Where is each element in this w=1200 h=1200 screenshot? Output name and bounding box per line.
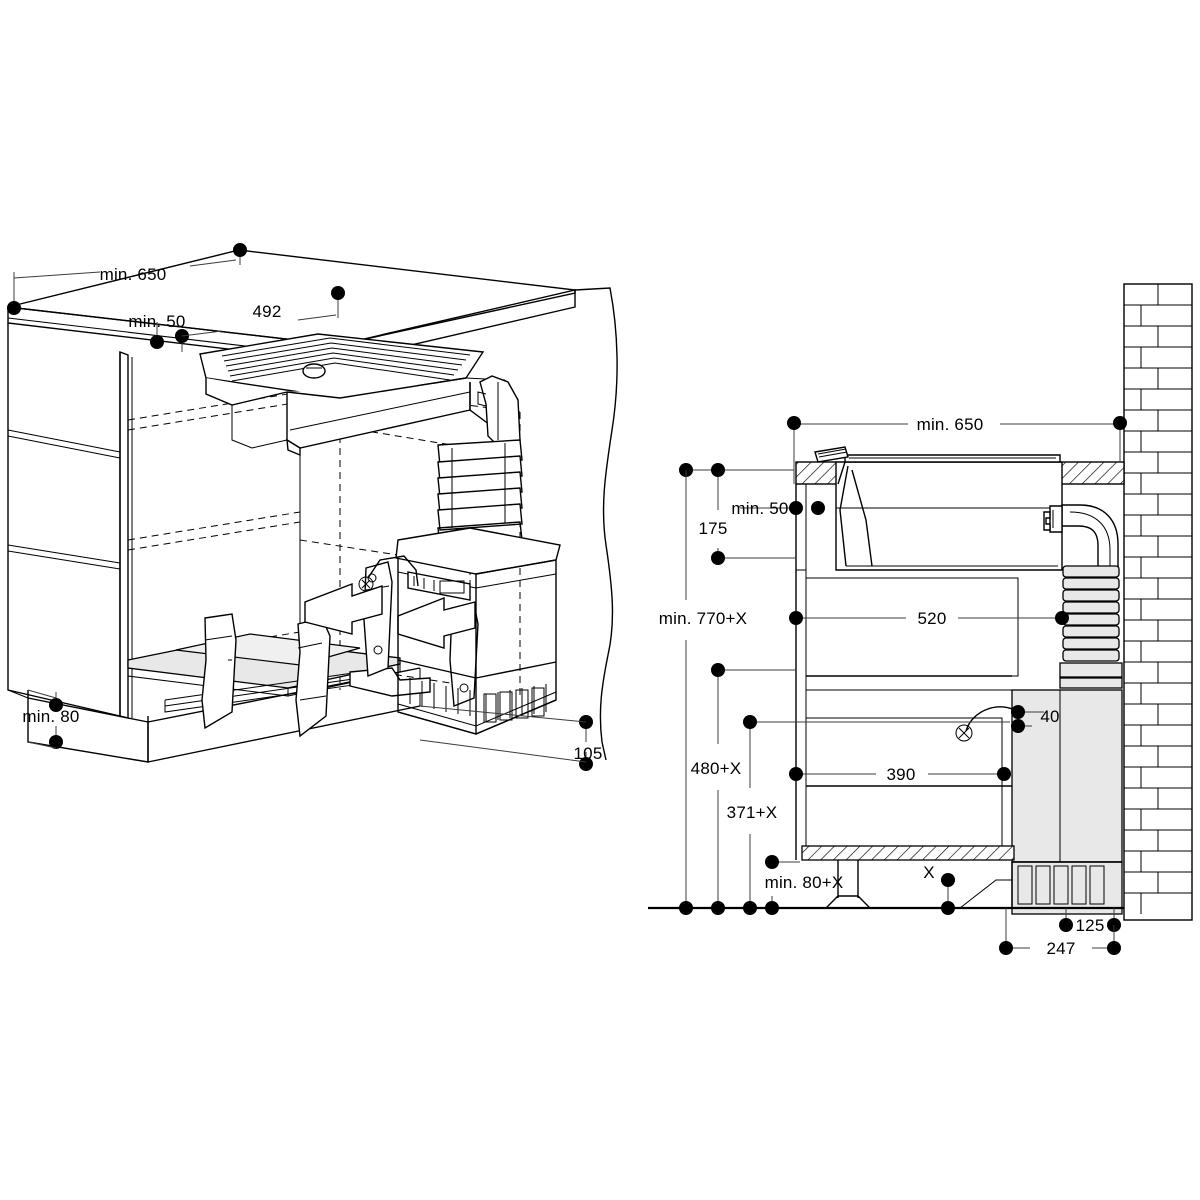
dim-right-520: 520 xyxy=(918,609,947,628)
extractor-motor-housing xyxy=(358,527,561,735)
dim-left-105: 105 xyxy=(574,744,603,763)
dim-left-min650: min. 650 xyxy=(100,265,167,284)
cabinet-interior-section xyxy=(795,484,1019,909)
corrugated-hose xyxy=(437,439,523,531)
dim-right-min650: min. 650 xyxy=(917,415,984,434)
cooktop-section xyxy=(814,446,1063,571)
duct-elbow-section xyxy=(1043,504,1119,569)
dim-right-175: 175 xyxy=(699,519,728,538)
dim-right-371x: 371+X xyxy=(727,803,778,822)
right-section-view: min. 650 min. 50 175 min. 770+X 520 40 4… xyxy=(648,283,1193,958)
dim-right-480x: 480+X xyxy=(691,759,742,778)
flexible-duct-assembly xyxy=(437,375,523,547)
dim-left-min50: min. 50 xyxy=(128,312,185,331)
right-dimension-lines xyxy=(679,416,1127,955)
brick-wall xyxy=(1123,283,1193,921)
installation-direction-arrows xyxy=(304,582,476,649)
dim-right-40: 40 xyxy=(1040,707,1059,726)
dim-right-min770x: min. 770+X xyxy=(659,609,747,628)
corrugated-hose-section xyxy=(1059,565,1123,689)
power-cable-connector xyxy=(955,706,1019,742)
dim-left-492: 492 xyxy=(253,302,282,321)
section-break-line xyxy=(574,287,618,761)
left-isometric-view: min. 650 min. 50 492 min. 80 105 xyxy=(7,243,618,771)
left-dimension-lines xyxy=(7,243,593,771)
dim-right-390: 390 xyxy=(887,765,916,784)
cooktop-hob-unit xyxy=(199,333,506,457)
dim-right-x: X xyxy=(923,863,935,882)
dim-right-247: 247 xyxy=(1047,939,1076,958)
dim-right-125: 125 xyxy=(1076,916,1105,935)
dim-right-min50: min. 50 xyxy=(731,499,788,518)
dim-left-min80: min. 80 xyxy=(22,707,79,726)
duct-column-section xyxy=(1011,689,1123,915)
dim-right-min80x: min. 80+X xyxy=(765,873,844,892)
